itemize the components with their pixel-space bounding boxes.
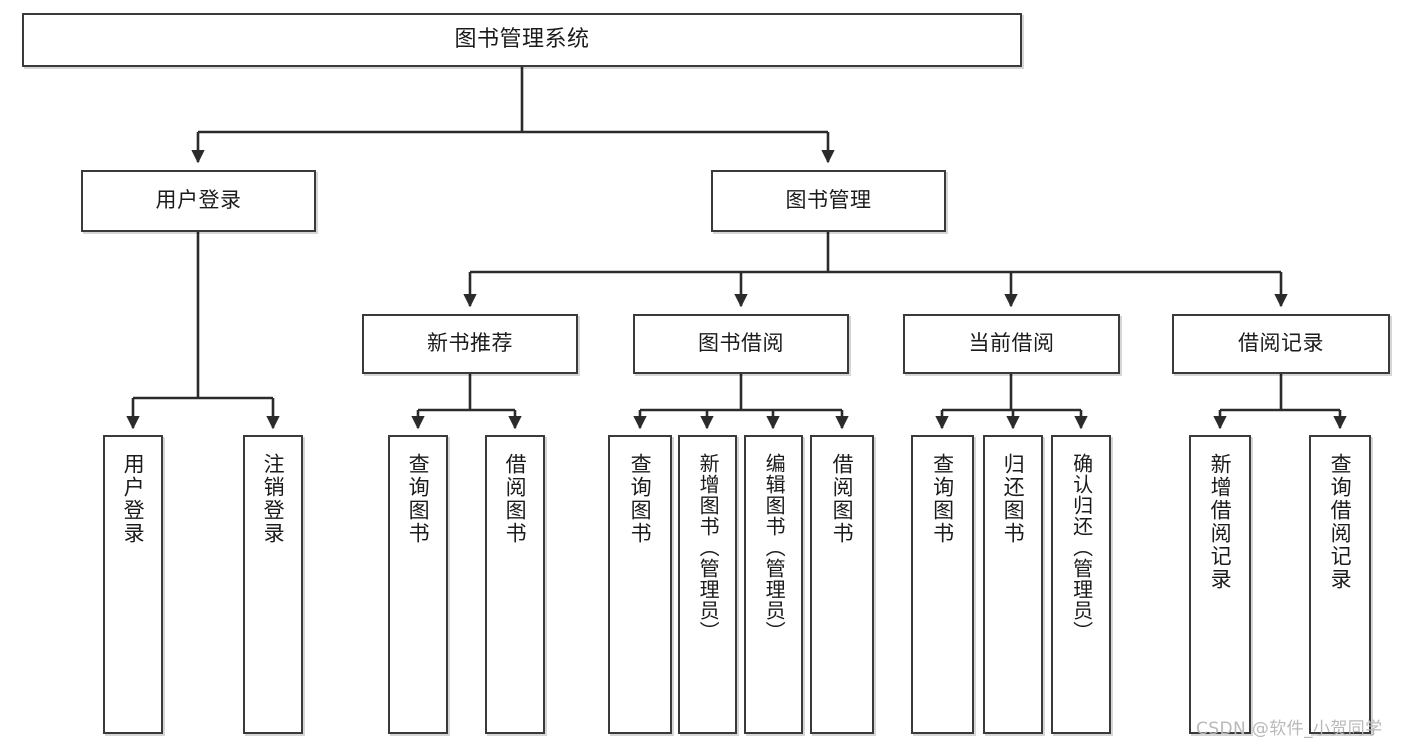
node-book-manage-label: 图书管理 [785, 188, 872, 213]
node-leaf-edit-book[interactable]: 编辑图书（管理员） [744, 435, 803, 734]
node-leaf-add-book-label: 新增图书（管理员） [696, 453, 721, 642]
node-leaf-query-record-label: 查询借阅记录 [1328, 453, 1353, 591]
node-leaf-user-login[interactable]: 用户登录 [103, 435, 163, 734]
node-current-borrow[interactable]: 当前借阅 [903, 314, 1120, 374]
node-leaf-borrow-book-rec[interactable]: 借阅图书 [485, 435, 545, 734]
node-leaf-edit-book-label: 编辑图书（管理员） [762, 453, 787, 642]
node-root-label: 图书管理系统 [454, 26, 590, 52]
node-borrow-record-label: 借阅记录 [1238, 331, 1324, 356]
node-leaf-query-book-borrow[interactable]: 查询图书 [608, 435, 672, 734]
node-leaf-borrow-book[interactable]: 借阅图书 [810, 435, 874, 734]
node-leaf-confirm-return-label: 确认归还（管理员） [1069, 453, 1094, 642]
node-book-manage[interactable]: 图书管理 [711, 170, 946, 232]
node-current-borrow-label: 当前借阅 [968, 331, 1055, 356]
node-leaf-user-logout-label: 注销登录 [261, 453, 286, 545]
node-leaf-user-logout[interactable]: 注销登录 [243, 435, 303, 734]
node-leaf-user-login-label: 用户登录 [121, 453, 146, 545]
node-leaf-add-record[interactable]: 新增借阅记录 [1189, 435, 1251, 734]
node-leaf-confirm-return[interactable]: 确认归还（管理员） [1051, 435, 1111, 734]
node-leaf-query-book-cur[interactable]: 查询图书 [911, 435, 974, 734]
node-leaf-query-book-rec[interactable]: 查询图书 [388, 435, 448, 734]
node-leaf-query-record[interactable]: 查询借阅记录 [1309, 435, 1371, 734]
node-book-borrow[interactable]: 图书借阅 [633, 314, 849, 374]
node-user-login[interactable]: 用户登录 [81, 170, 316, 232]
node-new-book-recommend[interactable]: 新书推荐 [362, 314, 578, 374]
node-leaf-return-book-label: 归还图书 [1001, 453, 1026, 545]
node-user-login-label: 用户登录 [155, 188, 242, 213]
node-new-book-recommend-label: 新书推荐 [427, 331, 513, 356]
node-leaf-borrow-book-rec-label: 借阅图书 [503, 453, 528, 545]
node-book-borrow-label: 图书借阅 [698, 331, 784, 356]
node-leaf-borrow-book-label: 借阅图书 [830, 453, 855, 545]
node-borrow-record[interactable]: 借阅记录 [1172, 314, 1390, 374]
node-root[interactable]: 图书管理系统 [22, 13, 1022, 67]
node-leaf-add-book[interactable]: 新增图书（管理员） [678, 435, 737, 734]
node-leaf-query-book-borrow-label: 查询图书 [628, 453, 653, 545]
node-leaf-query-book-cur-label: 查询图书 [930, 453, 955, 545]
node-leaf-return-book[interactable]: 归还图书 [983, 435, 1043, 734]
watermark-text: CSDN @软件_小贺同学 [1196, 719, 1383, 739]
node-leaf-query-book-rec-label: 查询图书 [406, 453, 431, 545]
node-leaf-add-record-label: 新增借阅记录 [1208, 453, 1233, 591]
